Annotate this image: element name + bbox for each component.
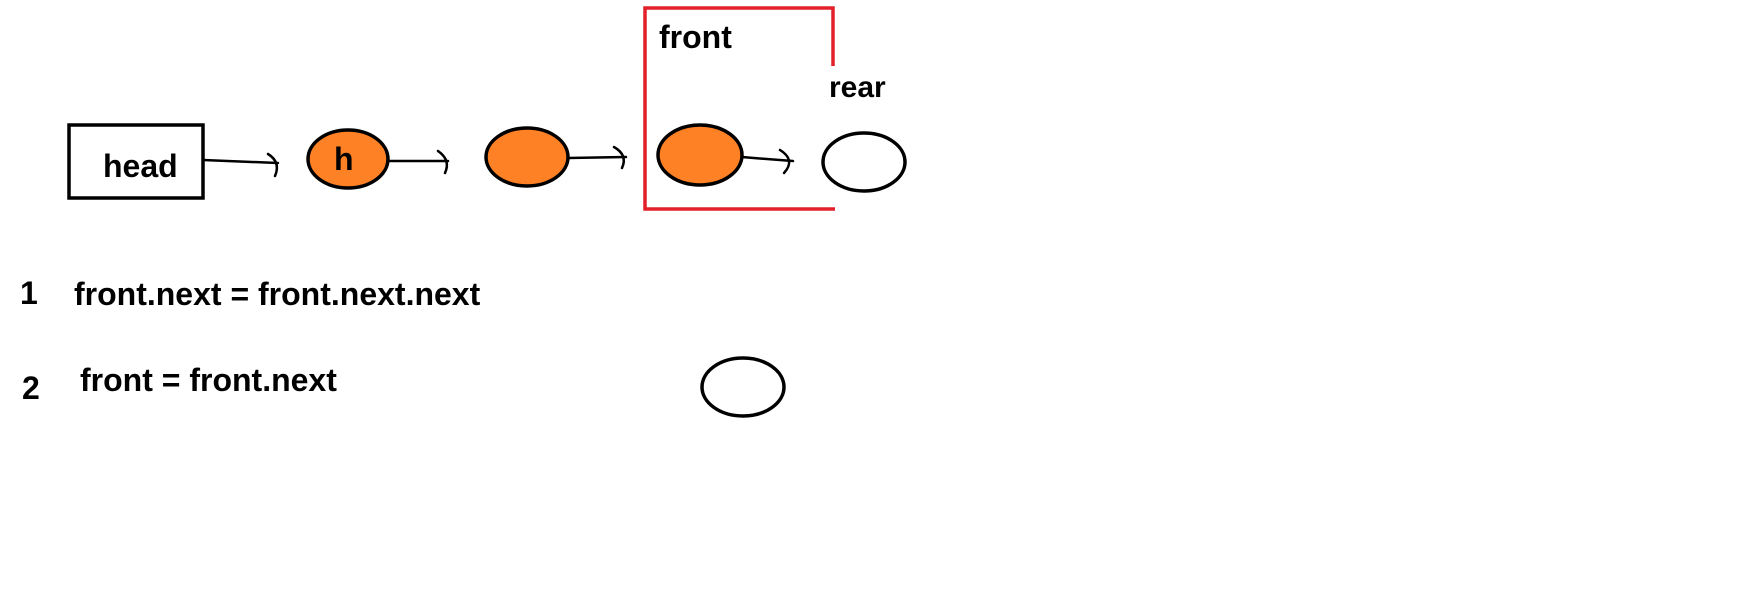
front-label: front xyxy=(659,19,732,55)
arrow-front-to-rear xyxy=(740,148,795,175)
list-node-2 xyxy=(484,126,570,188)
step-2-number: 2 xyxy=(22,370,40,406)
front-highlight-box xyxy=(643,6,835,211)
detached-node xyxy=(700,356,786,418)
list-node-rear xyxy=(821,131,907,193)
step-2-code: front = front.next xyxy=(80,362,337,398)
list-node-h xyxy=(306,128,390,190)
head-box xyxy=(67,123,205,200)
rear-label: rear xyxy=(829,71,886,104)
node-h-label: h xyxy=(334,141,354,177)
step-1-number: 1 xyxy=(20,275,38,311)
list-node-front xyxy=(656,123,744,187)
arrow-head-to-h xyxy=(201,152,280,178)
arrow-node-2-to-node-3 xyxy=(566,145,628,170)
head-label: head xyxy=(103,148,178,184)
arrow-h-to-node-2 xyxy=(386,149,450,175)
step-1-code: front.next = front.next.next xyxy=(74,276,481,312)
